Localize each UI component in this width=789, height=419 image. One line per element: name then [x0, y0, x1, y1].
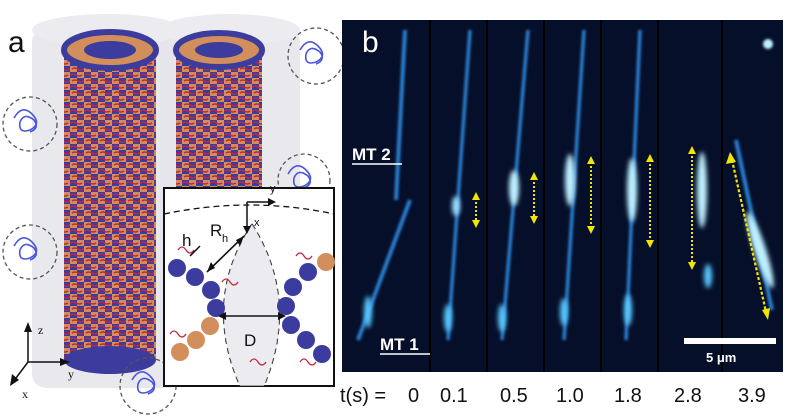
time-2.8: 2.8 [674, 385, 702, 407]
panel-a-letter: a [8, 26, 25, 59]
microtubule-left [64, 50, 156, 360]
panel-a: y x R h h D z y x [2, 14, 345, 415]
panel-b-letter: b [362, 26, 379, 59]
mt-label-2: MT 2 [352, 145, 391, 164]
axis-label-z: z [38, 323, 43, 337]
polymer-coil-4 [277, 153, 331, 207]
polymer-coil-2 [2, 224, 58, 280]
time-prefix: t(s) = [340, 385, 386, 407]
time-1.8: 1.8 [614, 385, 642, 407]
scale-bar-label: 5 μm [706, 350, 736, 365]
cross-section-inset: y x R h h D [163, 183, 335, 387]
frame-t0.1 [444, 29, 480, 341]
frame-t1.8 [624, 29, 654, 341]
panel-b: MT 2 MT 1 5 μm b t(s) = 0 0.1 0.5 1.0 1.… [340, 20, 783, 407]
inset-axis-x: x [254, 217, 260, 229]
axis-label-y: y [68, 367, 74, 381]
inset-axis-y: y [270, 183, 276, 195]
mt-label-1: MT 1 [380, 335, 419, 354]
time-3.9: 3.9 [738, 385, 766, 407]
axis-label-x: x [22, 387, 28, 401]
frame-t3.9 [726, 39, 774, 320]
inset-label-R-sub: h [222, 233, 228, 245]
scale-bar [684, 338, 776, 344]
polymer-coil-1 [2, 96, 58, 152]
frame-t0 [356, 29, 412, 341]
microtubule-right [176, 50, 262, 190]
inset-label-h: h [182, 231, 191, 250]
time-1.0: 1.0 [556, 385, 584, 407]
inset-label-D: D [244, 331, 256, 350]
time-0: 0 [408, 385, 419, 407]
frame-t2.8 [688, 50, 712, 340]
frame-t1.0 [560, 29, 595, 341]
time-0.1: 0.1 [440, 385, 468, 407]
inset-label-R: R [210, 221, 222, 240]
time-0.5: 0.5 [500, 385, 528, 407]
coordinate-axes: z y x [10, 322, 74, 401]
frame-t0.5 [498, 29, 538, 341]
